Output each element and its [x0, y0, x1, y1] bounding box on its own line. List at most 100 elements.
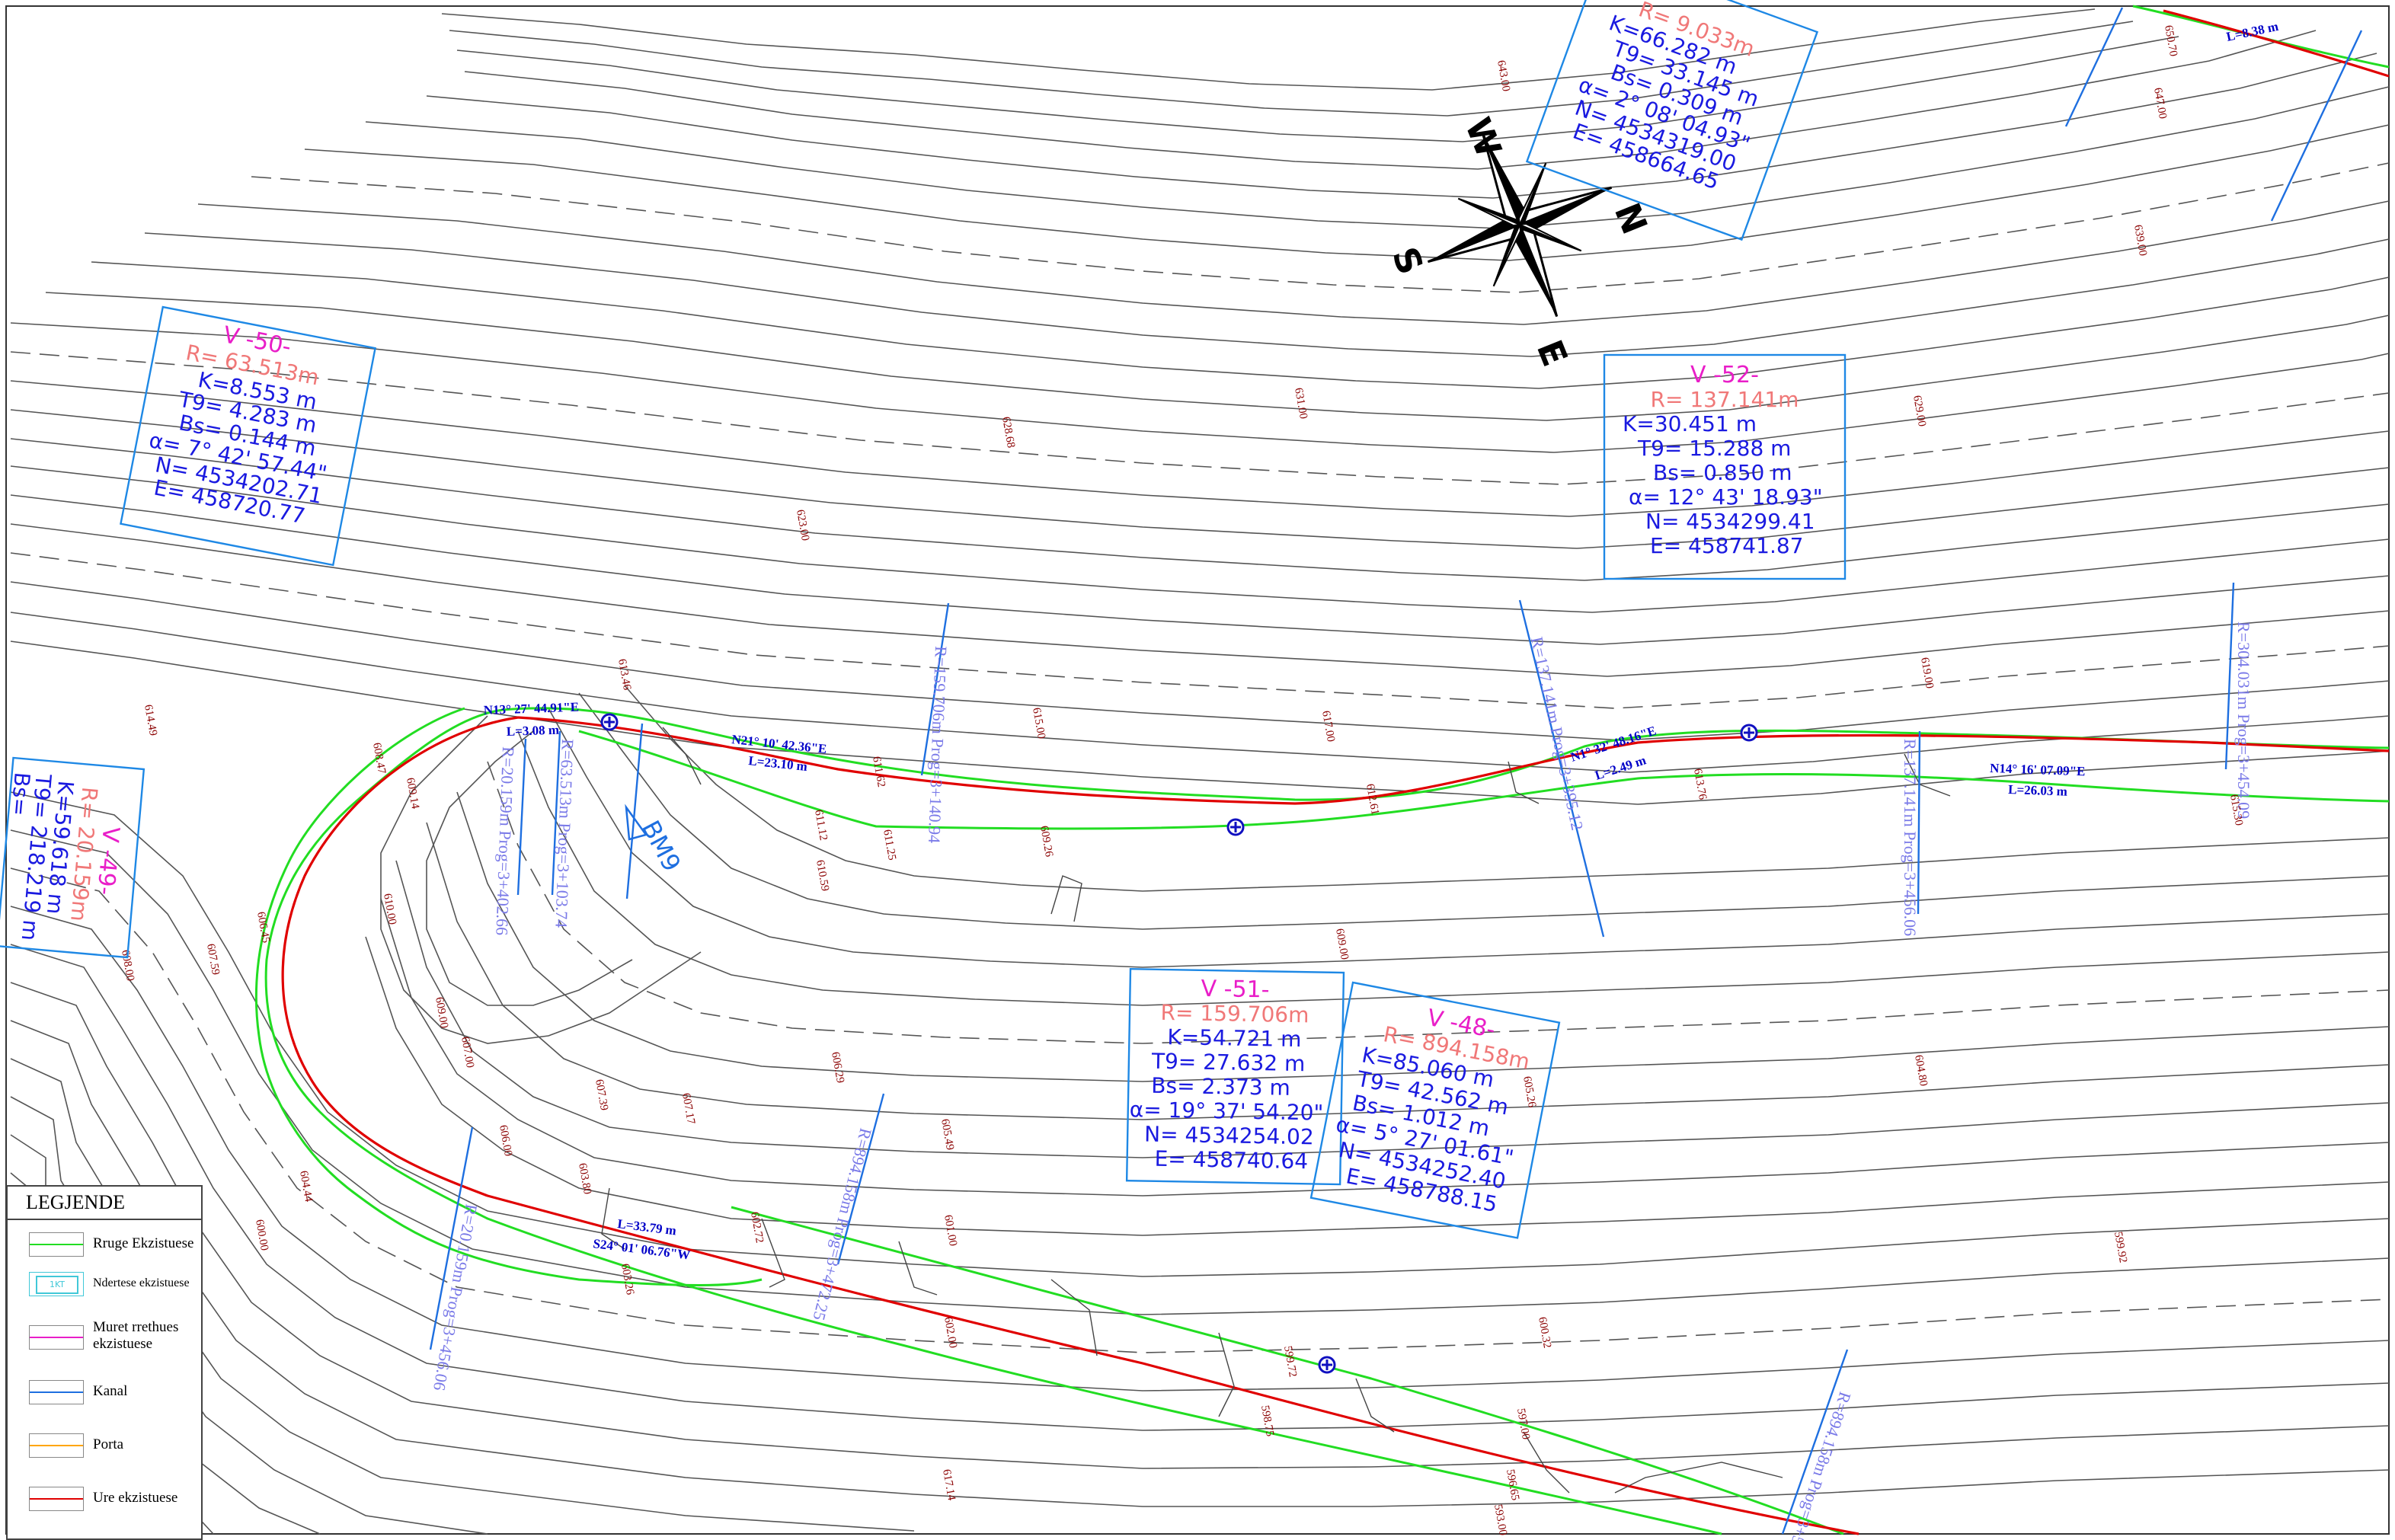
- legend-label: Porta: [93, 1436, 124, 1452]
- legend-swatch: [29, 1380, 84, 1404]
- svg-text:N= 4534254.02: N= 4534254.02: [1144, 1122, 1314, 1150]
- elevation-label: 612.61: [1364, 783, 1381, 816]
- elevation-label: 619.00: [1918, 657, 1936, 689]
- elevation-label: 603.26: [619, 1263, 636, 1296]
- elevation-label: 599.72: [1281, 1345, 1299, 1378]
- station-marker-icon: [1740, 724, 1758, 742]
- elevation-label: 617.14: [940, 1468, 958, 1502]
- elevation-label: 614.49: [142, 704, 159, 736]
- legend-swatch: [29, 1487, 84, 1511]
- svg-text:V -52-: V -52-: [1690, 362, 1759, 388]
- elevation-label: 628.68: [999, 416, 1017, 449]
- elevation-label: 593.00: [1492, 1503, 1509, 1536]
- svg-text:E= 458740.64: E= 458740.64: [1154, 1146, 1308, 1174]
- legend-swatch: [29, 1232, 84, 1257]
- elevation-label: 623.00: [794, 509, 811, 542]
- legend-label: Rruge Ekzistuese: [93, 1235, 194, 1251]
- bearing-label: N14° 16' 07.09"E: [1990, 761, 2086, 778]
- elevation-label: 602.72: [748, 1211, 766, 1244]
- station-marker-icon: [1226, 818, 1245, 836]
- station-marker-icon: [600, 713, 619, 731]
- legend-panel: LEGJENDE Rruge Ekzistuese 1KT Ndertese e…: [6, 1185, 203, 1540]
- curve-table-v48: V -48- R= 894.158m K=85.060 m T9= 42.562…: [1309, 981, 1561, 1239]
- elevation-label: 597.00: [1514, 1407, 1532, 1440]
- elevation-label: 601.00: [942, 1214, 959, 1247]
- elevation-label: 611.12: [812, 809, 830, 842]
- svg-text:E= 458741.87: E= 458741.87: [1650, 533, 1803, 558]
- elevation-label: 613.76: [1691, 768, 1709, 801]
- elevation-label: 605.49: [938, 1118, 956, 1151]
- elevation-label: 599.92: [2112, 1231, 2129, 1264]
- elevation-label: 600.00: [253, 1219, 270, 1251]
- svg-text:T9= 15.288 m: T9= 15.288 m: [1637, 436, 1791, 461]
- elevation-label: 609.14: [404, 777, 421, 810]
- elevation-label: 605.26: [1520, 1075, 1538, 1109]
- elevation-label: 607.00: [459, 1036, 476, 1069]
- progressive-label: R=304.031m Prog=3+454.09: [2234, 621, 2253, 819]
- compass-star-icon: [1427, 132, 1613, 318]
- elevation-label: 598.75: [1258, 1404, 1276, 1437]
- elevation-label: 607.17: [679, 1092, 697, 1126]
- elevation-label: 613.46: [616, 658, 633, 692]
- svg-text:Bs=: Bs=: [6, 772, 35, 817]
- legend-divider: [8, 1219, 201, 1220]
- legend-item-muret: Muret rrethues ekzistuese: [23, 1319, 198, 1353]
- elevation-label: 611.25: [881, 829, 898, 861]
- station-markers: [600, 713, 1758, 1374]
- station-marker-icon: [1318, 1356, 1336, 1374]
- elevation-label: 631.00: [1292, 387, 1309, 420]
- svg-text:Bs= 2.373 m: Bs= 2.373 m: [1151, 1073, 1290, 1101]
- elevation-label: 609.26: [1038, 825, 1055, 858]
- length-label: L=26.03 m: [2008, 782, 2067, 799]
- legend-item-rruge: Rruge Ekzistuese: [23, 1229, 198, 1260]
- elevation-label: 600.32: [1536, 1316, 1553, 1349]
- elevation-label: 604.44: [297, 1170, 315, 1203]
- svg-text:K=54.721 m: K=54.721 m: [1167, 1024, 1302, 1052]
- elevation-label: 602.00: [942, 1316, 959, 1349]
- progressive-lines: [429, 7, 2363, 1535]
- svg-text:α= 12° 43' 18.93": α= 12° 43' 18.93": [1629, 484, 1823, 510]
- elevation-label: 615.00: [1030, 707, 1047, 740]
- svg-text:N= 4534299.41: N= 4534299.41: [1645, 509, 1815, 534]
- elevation-label: 604.80: [1912, 1054, 1930, 1087]
- legend-label: Ndertese ekzistuese: [93, 1276, 190, 1289]
- legend-label: Muret rrethues ekzistuese: [93, 1319, 179, 1352]
- elevation-label: 596.65: [1504, 1468, 1521, 1501]
- elevation-label: 603.80: [576, 1162, 593, 1195]
- legend-item-ndertese: 1KT Ndertese ekzistuese: [23, 1269, 198, 1299]
- svg-text:Bs= 0.850 m: Bs= 0.850 m: [1653, 460, 1792, 485]
- curve-table-v51: V -51- R= 159.706m K=54.721 m T9= 27.632…: [1125, 967, 1345, 1186]
- elevation-label: 606.45: [254, 911, 272, 944]
- elevation-label: 611.62: [870, 756, 887, 788]
- svg-text:α= 19° 37' 54.20": α= 19° 37' 54.20": [1129, 1097, 1323, 1125]
- elevation-labels: 643.00 631.00 629.00 628.68 623.00 619.0…: [119, 24, 2245, 1536]
- svg-text:K=30.451 m: K=30.451 m: [1623, 411, 1757, 436]
- svg-text:V -49-: V -49-: [91, 826, 124, 896]
- elevation-label: 615.30: [2227, 794, 2245, 826]
- elevation-label: 607.39: [593, 1078, 610, 1111]
- building-icon: 1KT: [36, 1276, 78, 1294]
- progressive-label: R=137.141m Prog=3+456.06: [1901, 739, 1920, 936]
- svg-text:V -51-: V -51-: [1201, 976, 1269, 1004]
- elevation-label: 606.29: [829, 1051, 846, 1084]
- elevation-label: 609.00: [1333, 928, 1351, 960]
- elevation-label: 608.47: [370, 742, 388, 775]
- legend-swatch: [29, 1433, 84, 1458]
- contour-lines: [10, 8, 2390, 805]
- elevation-label: 650.70: [2162, 24, 2179, 57]
- curve-table-v52: V -52- R= 137.141m K=30.451 m T9= 15.288…: [1603, 353, 1847, 580]
- road-axis: [281, 9, 2390, 1535]
- svg-text:R= 137.141m: R= 137.141m: [1651, 387, 1799, 412]
- elevation-label: 610.59: [814, 859, 831, 892]
- curve-table-top: R= 9.033m K=66.282 m T9= 33.145 m Bs= 0.…: [1525, 0, 1819, 241]
- legend-swatch: [29, 1325, 84, 1350]
- bearing-label: N13° 27' 44.91"E: [483, 700, 579, 717]
- elevation-label: 629.00: [1911, 395, 1928, 427]
- legend-item-ure: Ure ekzistuese: [23, 1484, 198, 1514]
- legend-label: Ure ekzistuese: [93, 1490, 178, 1506]
- svg-text:R= 159.706m: R= 159.706m: [1160, 1000, 1309, 1027]
- length-label: L=3.08 m: [506, 723, 559, 739]
- elevation-label: 610.00: [381, 893, 398, 925]
- elevation-label: 643.00: [1495, 59, 1512, 92]
